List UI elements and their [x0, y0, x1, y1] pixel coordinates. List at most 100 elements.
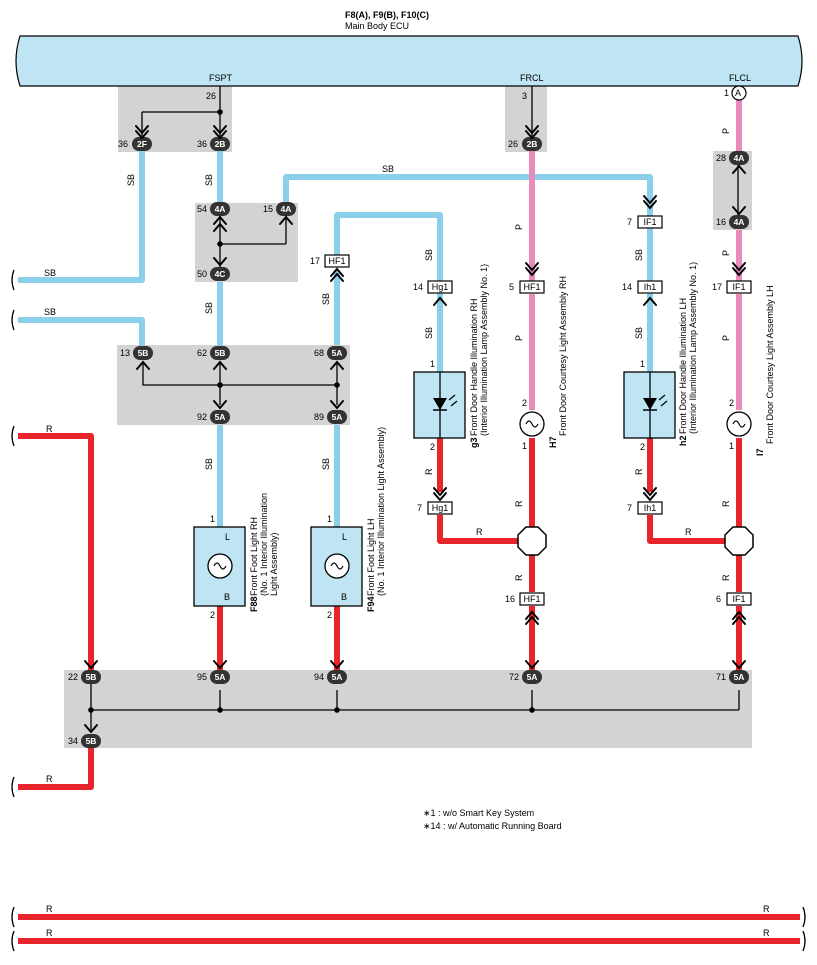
wire-label: SB: [204, 302, 214, 314]
wire-r-ih1-junction: [647, 515, 726, 544]
wire-label: SB: [424, 327, 434, 339]
connector-code: 5A: [332, 412, 343, 422]
wire-label: SB: [634, 249, 644, 261]
pin-label: 1: [210, 514, 215, 524]
wire-label: R: [514, 500, 524, 507]
component-name: Front Door Handle Illumination RH: [469, 298, 479, 436]
junction-block-4a: [195, 203, 298, 282]
ecu-pin-flcl: 1: [724, 88, 729, 98]
wire-sb-hf1-hg1: [334, 212, 443, 282]
terminal-label: L: [225, 532, 230, 542]
connector-code: IF1: [732, 594, 745, 604]
wire-label: R: [763, 928, 770, 938]
connector-hg1-top: Hg1: [427, 280, 453, 294]
wire-color-labels: SB SB SB SB SB SB SB SB SB SB SB SB SB P…: [44, 128, 770, 938]
connector-code: 4C: [215, 269, 226, 279]
connector-code: 5A: [734, 672, 745, 682]
connector-pin: 17: [712, 282, 722, 292]
wire-label: SB: [204, 174, 214, 186]
connector-code: Ih1: [644, 503, 657, 513]
connector-code: 5A: [527, 672, 538, 682]
connector-5a-95: 5A: [210, 670, 230, 684]
connector-code: 2F: [137, 139, 147, 149]
wire-label: SB: [424, 249, 434, 261]
connector-code: 5A: [332, 348, 343, 358]
component-name: Front Foot Light LH: [366, 518, 376, 596]
ecu-pin-fspt: 26: [206, 91, 216, 101]
p-wires: [529, 100, 742, 410]
junction-octagon-rh: [517, 526, 547, 556]
component-f94: L B 1 2: [310, 514, 363, 620]
wire-label: R: [763, 904, 770, 914]
junction-octagon-lh: [724, 526, 754, 556]
wire-r-hg1-junction: [437, 515, 519, 544]
connector-pin: 16: [716, 217, 726, 227]
footnote-smart-key: ∗1 : w/o Smart Key System: [423, 808, 534, 818]
wire-label: P: [514, 224, 524, 230]
pin-label: 2: [327, 610, 332, 620]
connector-pin: 36: [118, 139, 128, 149]
component-id: g3: [469, 437, 479, 448]
component-name: Front Door Courtesy Light Assembly RH: [558, 276, 568, 436]
ecu-connectors-label: F8(A), F9(B), F10(C): [345, 10, 429, 20]
connector-pin: 7: [417, 503, 422, 513]
component-h2: 1 2: [623, 359, 676, 452]
connector-pin: 14: [413, 282, 423, 292]
connector-if1-top: IF1: [637, 215, 663, 229]
connector-pin: 5: [509, 282, 514, 292]
oval-connectors: 2F 36 2B 36 2B 26 4A 54 4A 15 4C 50 4A 2…: [68, 137, 749, 748]
pin-label: 1: [640, 359, 645, 369]
connector-hf1-p: HF1: [519, 280, 545, 294]
wire-label: SB: [382, 164, 394, 174]
wire-label: SB: [126, 174, 136, 186]
component-name: (Interior Illumination Lamp Assembly No.…: [479, 264, 489, 436]
wire-label: SB: [44, 307, 56, 317]
component-g3: 1 2: [413, 359, 466, 452]
component-id: I7: [755, 448, 765, 456]
component-name: (No. 1 Interior Illumination Light Assem…: [376, 427, 386, 596]
component-i7: 2 1: [726, 398, 752, 451]
connector-5b-34: 5B: [81, 734, 101, 748]
connector-code: 5A: [215, 412, 226, 422]
connector-pin: 72: [509, 672, 519, 682]
wire-label: R: [721, 574, 731, 581]
ecu-flcl-terminal-circle: A: [731, 85, 747, 101]
connector-code: IF1: [643, 217, 656, 227]
pin-label: 2: [210, 610, 215, 620]
connector-code: HF1: [328, 256, 345, 266]
splice-dots: [88, 109, 535, 713]
ecu-pin-frcl: 3: [522, 91, 527, 101]
wire-label: R: [424, 468, 434, 475]
terminal-label: L: [342, 532, 347, 542]
connector-5a-89: 5A: [327, 410, 347, 424]
connector-pin: 89: [314, 412, 324, 422]
wire-label: R: [476, 527, 483, 537]
connector-pin: 34: [68, 736, 78, 746]
connector-hg1-bot: Hg1: [427, 501, 453, 515]
component-labels: F88 Front Foot Light RH (No. 1 Interior …: [249, 262, 775, 612]
wire-sb-2f-left: [18, 150, 145, 283]
component-id: F88: [249, 596, 259, 612]
connector-pin: 92: [197, 412, 207, 422]
connector-2f: 2F: [132, 137, 152, 151]
connector-if1-p: IF1: [726, 280, 752, 294]
connector-pin: 71: [716, 672, 726, 682]
connector-5b-22: 5B: [81, 670, 101, 684]
connector-if1-r: IF1: [726, 592, 752, 606]
component-name: Front Door Courtesy Light Assembly LH: [765, 285, 775, 444]
connector-pin: 36: [197, 139, 207, 149]
connector-pin: 17: [310, 256, 320, 266]
ecu-terminal-frcl: FRCL: [520, 73, 544, 83]
connector-code: HF1: [523, 282, 540, 292]
wire-label: R: [634, 468, 644, 475]
ecu-name: Main Body ECU: [345, 21, 409, 31]
connector-pin: 14: [622, 282, 632, 292]
wire-label: SB: [44, 268, 56, 278]
connector-pin: 6: [716, 594, 721, 604]
connector-pin: 68: [314, 348, 324, 358]
connector-4a-16: 4A: [729, 215, 749, 229]
ecu-terminal-flcl: FLCL: [729, 73, 751, 83]
component-id: F94: [366, 596, 376, 612]
connector-code: Hg1: [432, 503, 449, 513]
component-f88: L B 1 2: [193, 514, 246, 620]
